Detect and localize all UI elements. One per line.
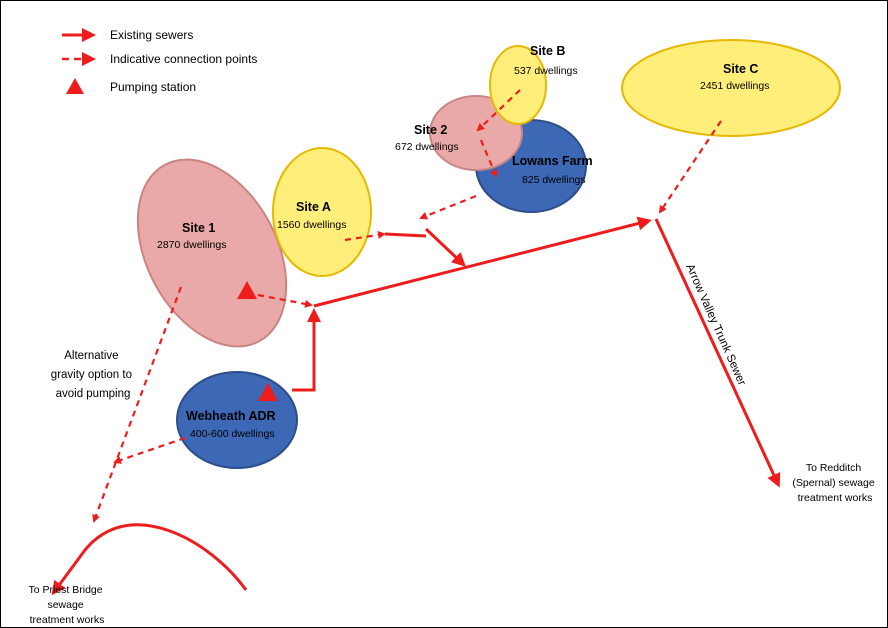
- redditch-note-line-2: (Spernal) sewage: [792, 477, 874, 489]
- alternative-note-line-1: Alternative: [64, 350, 118, 362]
- sewer-site-a-link: [384, 232, 427, 238]
- site-2-name: Site 2: [414, 123, 447, 137]
- connection-points: [92, 89, 722, 523]
- site-1-pumping-station-icon: [237, 281, 257, 299]
- connection-site-c: [658, 120, 722, 214]
- site-2-dwellings: 672 dwellings: [395, 141, 459, 153]
- alternative-note-line-3: avoid pumping: [56, 388, 131, 400]
- site-a-dwellings: 1560 dwellings: [277, 219, 346, 231]
- site-a-name: Site A: [296, 200, 331, 214]
- existing-sewers: [51, 216, 781, 596]
- redditch-note: To Redditch (Spernal) sewage treatment w…: [792, 462, 877, 504]
- connection-lowans-to-junction: [419, 194, 477, 220]
- lowans-farm-name: Lowans Farm: [512, 154, 593, 168]
- sewer-webheath-to-main: [292, 308, 321, 392]
- lowans-farm-dwellings: 825 dwellings: [522, 174, 586, 186]
- sewer-arrow-valley-trunk: [654, 218, 781, 488]
- legend-existing-sewers-label: Existing sewers: [110, 28, 193, 42]
- site-c-area: [621, 39, 841, 137]
- arrow-valley-trunk-sewer-label: Arrow Valley Trunk Sewer: [683, 262, 747, 387]
- legend-pumping-station-label: Pumping station: [110, 80, 196, 94]
- sewer-junction-down: [424, 227, 466, 267]
- connection-site-b-to-2: [476, 89, 521, 132]
- site-1-dwellings: 2870 dwellings: [157, 239, 226, 251]
- connection-gravity-option: [92, 286, 183, 523]
- alternative-gravity-note: Alternative gravity option to avoid pump…: [51, 350, 135, 400]
- site-1-name: Site 1: [182, 221, 215, 235]
- priest-bridge-note-line-2: sewage: [47, 599, 83, 611]
- legend: Existing sewers Indicative connection po…: [62, 28, 257, 94]
- legend-pumping-station-icon: [66, 78, 84, 94]
- site-a-area: [272, 147, 372, 277]
- site-b-name: Site B: [530, 44, 565, 58]
- webheath-adr-dwellings: 400-600 dwellings: [190, 428, 275, 440]
- priest-bridge-note-line-3: treatment works: [30, 614, 105, 626]
- alternative-note-line-2: gravity option to: [51, 369, 132, 381]
- redditch-note-line-1: To Redditch: [806, 462, 862, 474]
- redditch-note-line-3: treatment works: [798, 492, 873, 504]
- webheath-pumping-station-icon: [258, 383, 278, 401]
- site-1-area: [136, 158, 288, 348]
- sewer-main-trunk: [313, 216, 652, 308]
- sewer-priest-bridge-curve: [51, 523, 248, 596]
- site-b-dwellings: 537 dwellings: [514, 65, 578, 77]
- webheath-adr-name: Webheath ADR: [186, 409, 276, 423]
- site-c-dwellings: 2451 dwellings: [700, 80, 769, 92]
- priest-bridge-note-line-1: To Priest Bridge: [28, 584, 102, 596]
- priest-bridge-note: To Priest Bridge sewage treatment works: [28, 584, 105, 626]
- connection-site-1: [257, 293, 313, 308]
- connection-webheath-west: [113, 436, 186, 464]
- legend-connection-points-label: Indicative connection points: [110, 52, 257, 66]
- site-b-area: [489, 45, 547, 125]
- site-c-name: Site C: [723, 62, 758, 76]
